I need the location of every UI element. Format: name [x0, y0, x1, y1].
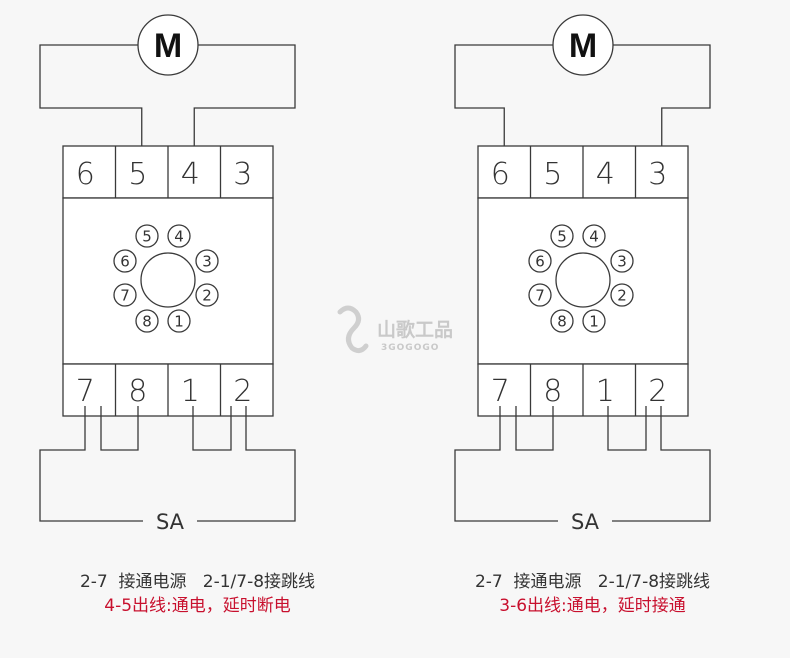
bottom-terminal-8: 8 [543, 374, 562, 409]
sa-wire-left [454, 406, 558, 522]
pin-label-7: 7 [120, 287, 130, 305]
pin-circle-7 [113, 283, 137, 307]
watermark-cn: 山歌工品 [377, 318, 453, 341]
bottom-terminal-8: 8 [128, 374, 147, 409]
sa-wire-right [197, 406, 296, 522]
pin-label-7: 7 [535, 287, 545, 305]
caption-left-line2: 4-5出线:通电，延时断电 [104, 596, 291, 616]
top-terminal-3: 3 [233, 157, 252, 192]
switch-label: SA [156, 510, 185, 534]
pin-label-8: 8 [557, 313, 567, 331]
switch-label: SA [571, 510, 600, 534]
top-terminal-4: 4 [596, 157, 615, 192]
jumper-7-8 [515, 406, 554, 451]
caption-left-line1: 2-7 接通电源 2-1/7-8接跳线 [79, 572, 316, 592]
bottom-terminal-1: 1 [596, 374, 615, 409]
pin-circle-3 [610, 249, 634, 273]
bottom-terminal-1: 1 [181, 374, 200, 409]
pin-label-6: 6 [120, 253, 130, 271]
pin-circle-5 [550, 224, 574, 248]
top-terminal-5: 5 [543, 157, 562, 192]
pin-label-5: 5 [142, 228, 152, 246]
pin-label-5: 5 [557, 228, 567, 246]
pin-label-1: 1 [589, 313, 599, 331]
pin-circle-2 [610, 283, 634, 307]
caption-right-line2: 3-6出线:通电，延时接通 [499, 596, 686, 616]
motor-wire-right [613, 44, 711, 146]
watermark-logo: 山歌工品 3GOGOGO [337, 305, 453, 354]
caption-left: 2-7 接通电源 2-1/7-8接跳线 4-5出线:通电，延时断电 [0, 570, 395, 618]
pin-circle-8 [135, 309, 159, 333]
motor-circle [552, 14, 614, 76]
pin-circle-7 [528, 283, 552, 307]
pin-label-1: 1 [174, 313, 184, 331]
pin-circle-6 [113, 249, 137, 273]
pin-circle-1 [582, 309, 606, 333]
motor-label: M [154, 27, 182, 65]
pin-circle-6 [528, 249, 552, 273]
sa-wire-left [39, 406, 143, 522]
pin-circle-2 [195, 283, 219, 307]
pin-label-2: 2 [202, 287, 212, 305]
pin-label-6: 6 [535, 253, 545, 271]
caption-right: 2-7 接通电源 2-1/7-8接跳线 3-6出线:通电，延时接通 [395, 570, 790, 618]
pin-circle-8 [550, 309, 574, 333]
watermark-en: 3GOGOGO [381, 343, 439, 353]
watermark-icon [337, 305, 369, 354]
pin-circle-1 [167, 309, 191, 333]
bottom-terminal-7: 7 [491, 374, 510, 409]
pin-circle-4 [167, 224, 191, 248]
caption-right-line1: 2-7 接通电源 2-1/7-8接跳线 [474, 572, 711, 592]
pin-label-4: 4 [589, 228, 599, 246]
top-terminal-3: 3 [648, 157, 667, 192]
pin-label-8: 8 [142, 313, 152, 331]
motor-circle [137, 14, 199, 76]
pin-circle-3 [195, 249, 219, 273]
bottom-terminal-2: 2 [233, 374, 252, 409]
jumper-7-8 [100, 406, 139, 451]
pin-circle-5 [135, 224, 159, 248]
top-terminal-4: 4 [181, 157, 200, 192]
top-terminal-6: 6 [491, 157, 510, 192]
pin-label-3: 3 [202, 253, 212, 271]
pin-label-2: 2 [617, 287, 627, 305]
top-terminal-5: 5 [128, 157, 147, 192]
motor-label: M [569, 27, 597, 65]
bottom-terminal-7: 7 [76, 374, 95, 409]
socket-center [140, 252, 196, 308]
jumper-1-2 [192, 406, 232, 451]
pin-circle-4 [582, 224, 606, 248]
bottom-terminal-2: 2 [648, 374, 667, 409]
socket-center [555, 252, 611, 308]
motor-wire-left [39, 44, 143, 146]
jumper-1-2 [607, 406, 647, 451]
top-terminal-6: 6 [76, 157, 95, 192]
sa-wire-right [612, 406, 711, 522]
pin-label-3: 3 [617, 253, 627, 271]
motor-wire-right [193, 44, 296, 146]
pin-label-4: 4 [174, 228, 184, 246]
motor-wire-left [454, 44, 553, 146]
